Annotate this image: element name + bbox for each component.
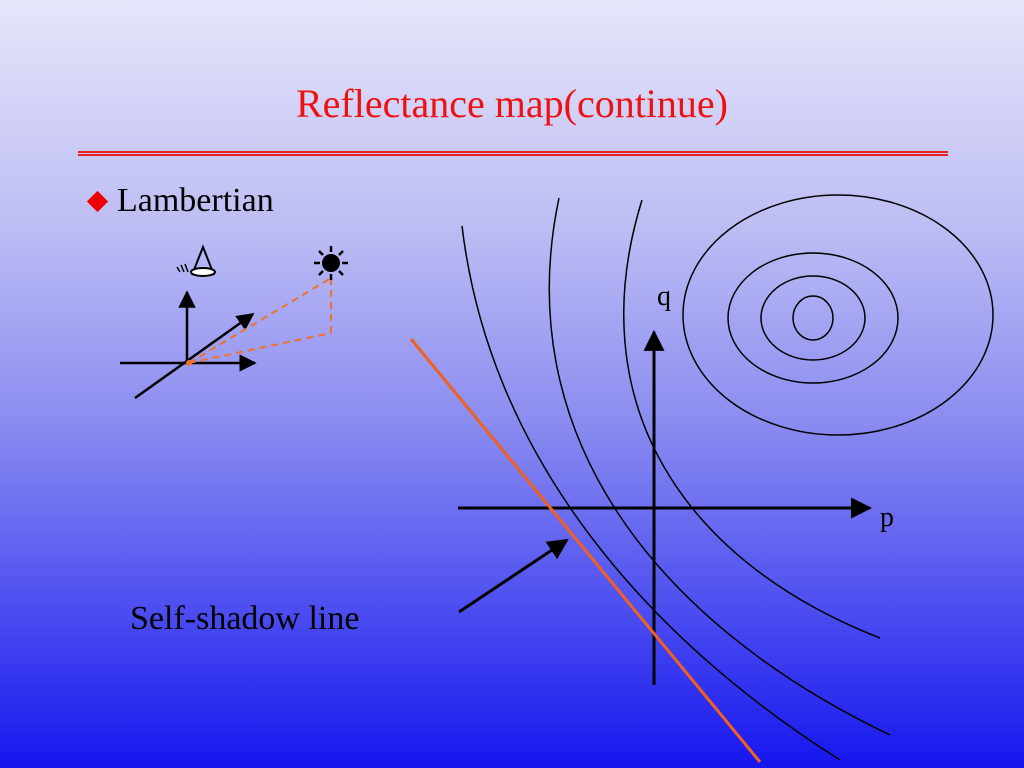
contour-ring	[682, 194, 994, 436]
contour-ring	[727, 252, 899, 384]
sun-icon	[314, 246, 348, 280]
slide-title: Reflectance map(continue)	[296, 81, 728, 126]
self-shadow-caption: Self-shadow line	[130, 600, 360, 637]
q-axis-label: q	[657, 281, 671, 312]
contour-rings	[682, 194, 994, 436]
self-shadow-line	[409, 338, 762, 763]
contour-curve	[622, 199, 881, 639]
p-axis-label: p	[880, 502, 894, 533]
contour-ring	[792, 295, 834, 341]
light-ray-upper	[188, 277, 332, 364]
contour-ring	[760, 275, 866, 361]
bullet-item: Lambertian	[86, 182, 274, 220]
bullet-text: Lambertian	[117, 182, 274, 219]
eye-icon	[176, 244, 216, 277]
light-ray-lower	[188, 332, 332, 364]
pointer-arrow	[458, 538, 569, 614]
contour-curve	[548, 197, 891, 736]
title-divider	[78, 151, 948, 156]
contour-curve	[461, 225, 841, 761]
contour-curves	[461, 197, 891, 761]
depth-axis	[134, 312, 255, 400]
lambertian-geometry	[120, 277, 332, 400]
